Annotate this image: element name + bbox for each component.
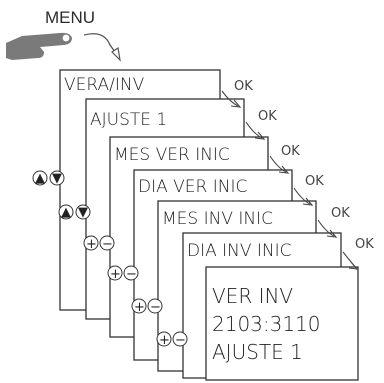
screen-5-label: MES INV INIC bbox=[162, 209, 273, 229]
ok-label-1: OK bbox=[234, 79, 253, 94]
screen-2-label: AJUSTE 1 bbox=[90, 110, 167, 130]
final-screen: VER INV 2103:3110 AJUSTE 1 bbox=[206, 267, 358, 380]
minus-icon: − bbox=[150, 300, 161, 315]
plus-icon: + bbox=[134, 300, 145, 315]
down-arrow-icon: ▼ bbox=[52, 171, 62, 186]
menu-label: MENU bbox=[45, 8, 95, 27]
up-arrow-icon: ▲ bbox=[61, 205, 71, 220]
minus-icon: − bbox=[126, 267, 137, 282]
ok-arrow-2: OK bbox=[246, 109, 277, 139]
up-arrow-icon: ▲ bbox=[35, 171, 45, 186]
down-arrow-icon: ▼ bbox=[78, 205, 88, 220]
final-screen-line-2: 2103:3110 bbox=[212, 312, 321, 336]
minus-icon: − bbox=[102, 237, 113, 252]
ok-label-6: OK bbox=[355, 237, 374, 252]
hand-pointer-icon bbox=[6, 33, 72, 60]
plus-icon: + bbox=[86, 237, 97, 252]
final-screen-line-3: AJUSTE 1 bbox=[212, 340, 303, 364]
screen-4-label: DIA VER INIC bbox=[138, 177, 247, 197]
controls-screen-1: ▲ ▼ bbox=[33, 171, 64, 186]
ok-arrow-6: OK bbox=[343, 237, 374, 269]
ok-arrow-3: OK bbox=[270, 144, 300, 173]
plus-icon: + bbox=[159, 333, 170, 348]
ok-label-2: OK bbox=[258, 109, 277, 124]
final-screen-line-1: VER INV bbox=[212, 284, 293, 308]
ok-label-3: OK bbox=[281, 144, 300, 159]
ok-label-5: OK bbox=[331, 206, 350, 221]
ok-label-4: OK bbox=[305, 174, 324, 189]
screen-3-label: MES VER INIC bbox=[114, 145, 230, 165]
minus-icon: − bbox=[175, 333, 186, 348]
plus-icon: + bbox=[110, 267, 121, 282]
screen-1-label: VERA/INV bbox=[64, 75, 145, 95]
screen-6-label: DIA INV INIC bbox=[187, 241, 292, 261]
menu-arrow-icon bbox=[84, 34, 120, 60]
